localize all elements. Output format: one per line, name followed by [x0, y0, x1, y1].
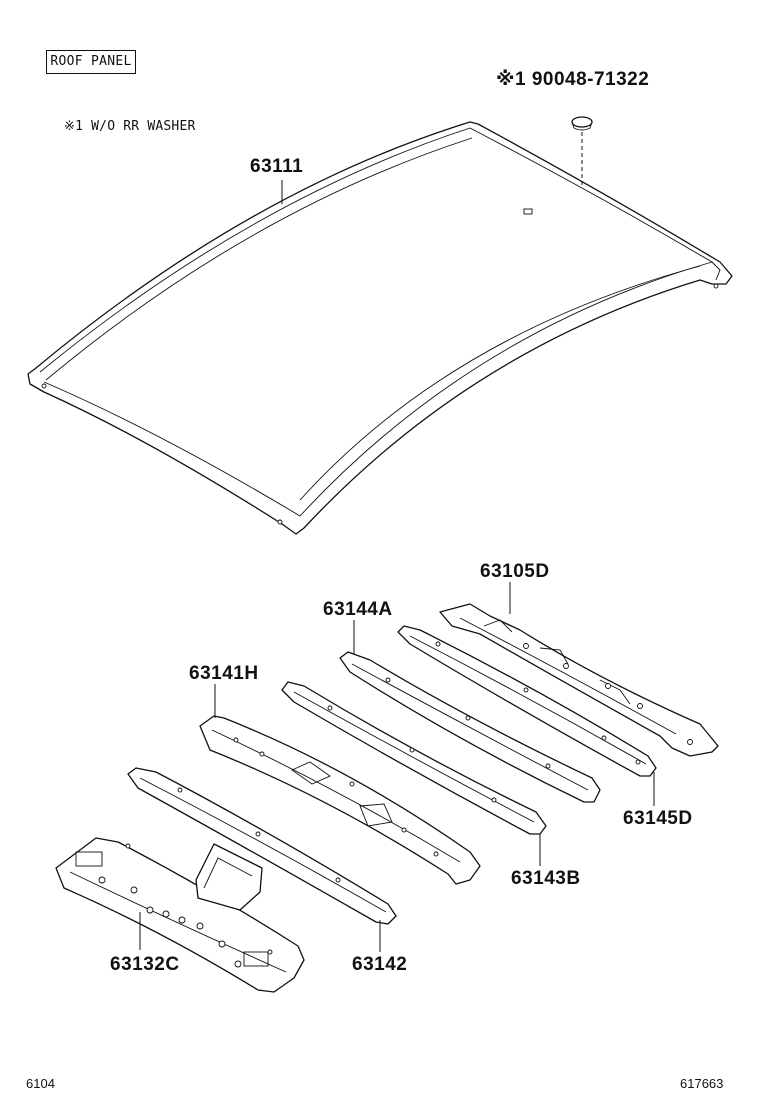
part-label-63144a[interactable]: 63144A	[323, 599, 393, 620]
rail-63105d-shape	[439, 603, 719, 757]
footer-code-right: 617663	[680, 1076, 724, 1091]
rail-63142-shape	[127, 767, 397, 925]
diagram-note: ※1 W/O RR WASHER	[64, 119, 196, 134]
rail-63143b-shape	[339, 651, 601, 803]
roof-panel-shape	[27, 121, 733, 535]
part-label-63145d[interactable]: 63145D	[623, 808, 693, 829]
leader-lines	[139, 180, 655, 952]
part-label-63141h[interactable]: 63141H	[189, 663, 259, 684]
rail-63145d-shape	[397, 625, 657, 777]
diagram-title: ROOF PANEL	[46, 50, 136, 74]
part-label-63111[interactable]: 63111	[250, 156, 304, 177]
part-label-90048-71322[interactable]: ※1 90048-71322	[496, 69, 650, 90]
part-label-63143b[interactable]: 63143B	[511, 868, 581, 889]
part-label-63105d[interactable]: 63105D	[480, 561, 550, 582]
part-label-63142[interactable]: 63142	[352, 954, 408, 975]
footer-code-left: 6104	[26, 1076, 55, 1091]
part-label-63132c[interactable]: 63132C	[110, 954, 180, 975]
rail-63141h-shape	[199, 681, 547, 885]
plug-shape	[571, 116, 593, 186]
rail-63132c-shape	[55, 837, 305, 993]
